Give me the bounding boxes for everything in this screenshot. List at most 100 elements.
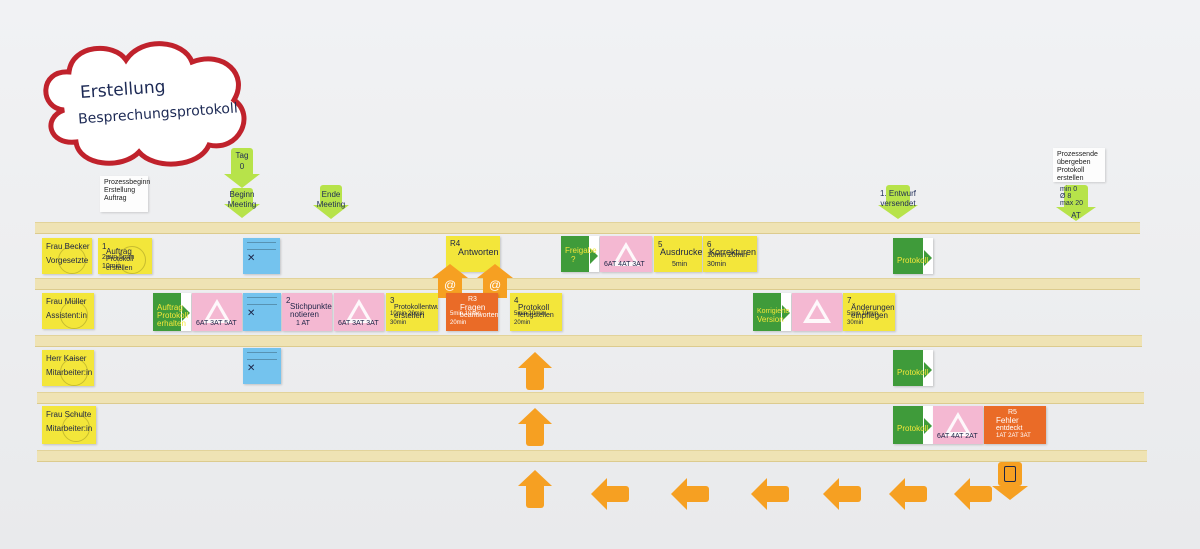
rework-text: entdeckt: [996, 425, 1023, 432]
document-card: Protokoll: [893, 238, 933, 274]
role-name: Frau Schulte: [46, 410, 92, 419]
flow-arrow-up-icon: [518, 470, 552, 508]
process-start-line: Erstellung: [104, 187, 136, 194]
document-text: erhalten: [157, 319, 186, 328]
document-text: Protokoll: [157, 311, 189, 320]
milestone-summary-arrow: min 0 Ø 8 max 20 AT: [1056, 185, 1096, 223]
system-x-icon: ✕: [247, 363, 256, 374]
milestone-start-arrow: Beginn Meeting: [224, 188, 260, 218]
task-times: 2min 5min 10min: [102, 254, 135, 270]
process-end-line: Protokoll erstellen: [1057, 167, 1085, 182]
rework-number: R5: [1008, 409, 1017, 416]
process-start-line: Prozessbeginn: [104, 179, 151, 186]
task-text: fertigstellen: [518, 312, 554, 319]
task-text: Ausdrucken: [660, 247, 702, 257]
swimlane-tape: [35, 222, 1140, 234]
phone-icon: [992, 462, 1028, 502]
process-start-card: Prozessbeginn Erstellung Auftrag: [100, 176, 151, 212]
role-name: Herr Kaiser: [46, 354, 87, 363]
rework-times: 5min 10min 20min: [450, 311, 482, 326]
task-card: 4 Protokoll fertigstellen 5min 10min 20m…: [510, 293, 562, 331]
wait-times: 6AT 3AT 5AT: [196, 320, 237, 327]
wait-times: 6AT 4AT 2AT: [937, 433, 978, 440]
milestone-tag0-arrow: Tag 0: [224, 148, 260, 188]
task-times: 5min 10min 20min: [514, 311, 546, 326]
start-label-1: Beginn: [229, 190, 255, 199]
summary-min: min: [1060, 186, 1072, 193]
task-number: 2: [286, 296, 291, 305]
document-card: Auftrag Protokoll erhalten: [153, 293, 191, 331]
role-card: Frau Schulte Mitarbeiter:in: [42, 406, 96, 444]
start-label-2: Meeting: [227, 200, 257, 209]
document-text: Korrigierte: [757, 308, 790, 315]
role-title: Mitarbeiter:in: [46, 424, 93, 433]
task-text: Antworten: [458, 247, 499, 257]
task-text: Protokoll erstellen: [106, 256, 134, 272]
role-title: Vorgesetzte: [46, 256, 89, 265]
end-label-1: Ende: [321, 190, 341, 199]
process-end-card: Prozessende übergeben Protokoll erstelle…: [1053, 148, 1105, 182]
flow-arrow-left-icon: [954, 478, 994, 510]
system-x-icon: ✕: [247, 253, 256, 264]
document-card: Protokoll: [893, 350, 933, 386]
document-text: Version: [757, 315, 784, 324]
system-card: ✕: [243, 293, 281, 331]
process-end-line: übergeben: [1057, 159, 1091, 166]
task-number: 5: [658, 240, 663, 249]
rework-card: R5 Fehler entdeckt 1AT 2AT 3AT: [984, 406, 1046, 444]
decision-card: Freigabe ?: [561, 236, 599, 272]
flow-arrow-left-icon: [889, 478, 929, 510]
swimlane-tape: [37, 450, 1147, 462]
task-number: 6: [707, 240, 712, 249]
task-card: 3 Protokollentwurf erstellen 10min 20min…: [386, 293, 438, 331]
role-card: Frau Müller Assistent:in: [42, 293, 94, 329]
decision-text: ?: [571, 255, 576, 264]
task-card: 5 Ausdrucken 5min: [654, 236, 702, 272]
wait-card: 6AT 3AT 3AT: [334, 293, 384, 331]
mail-at-icon: @: [444, 278, 457, 292]
summary-avg-val: 8: [1067, 193, 1072, 200]
milestone-end-arrow: Ende Meeting: [313, 185, 349, 220]
rework-text: Fragen: [460, 303, 486, 312]
task-text: Protokoll: [518, 303, 550, 312]
task-number: 3: [390, 296, 395, 305]
document-text: Protokoll: [897, 256, 929, 265]
task-text: Änderungen: [851, 303, 895, 312]
flow-arrow-left-icon: [671, 478, 711, 510]
swimlane-tape: [35, 278, 1140, 290]
summary-avg: Ø: [1060, 193, 1066, 200]
task-number: R4: [450, 239, 461, 248]
task-card: 1 Auftrag Protokoll erstellen 2min 5min …: [98, 238, 152, 274]
role-title: Assistent:in: [46, 311, 87, 320]
flow-arrow-up-icon: [518, 352, 552, 390]
task-times: 10min 20min 30min: [707, 252, 748, 268]
task-card: 7 Änderungen einpflegen 5min 10min 30min: [843, 293, 895, 331]
task-number: 4: [514, 296, 519, 305]
process-end-line: Prozessende: [1057, 151, 1098, 158]
task-number: 1: [102, 242, 107, 251]
document-text: Auftrag: [157, 303, 183, 312]
summary-min-val: 0: [1073, 186, 1078, 193]
wait-times: 6AT 3AT 3AT: [338, 320, 379, 327]
mail-at-icon: @: [489, 278, 502, 292]
task-times: 1 AT: [296, 320, 310, 327]
rework-number: R3: [468, 296, 477, 303]
rework-times: 1AT 2AT 3AT: [996, 433, 1031, 439]
summary-unit: AT: [1071, 211, 1081, 220]
wait-card: 6AT 3AT 5AT: [192, 293, 242, 331]
wait-card: 6AT 4AT 2AT: [933, 406, 983, 444]
task-times: 5min 10min 30min: [847, 311, 879, 326]
decision-text: Freigabe: [565, 246, 597, 255]
swimlane-tape: [35, 335, 1142, 347]
draft-label-2: versendet: [880, 199, 916, 208]
task-text: erstellen: [394, 311, 425, 320]
flow-arrow-left-icon: [591, 478, 631, 510]
title-cloud-icon: [43, 41, 247, 167]
end-label-2: Meeting: [316, 200, 346, 209]
process-start-line: Auftrag: [104, 195, 127, 202]
task-number: 7: [847, 296, 852, 305]
flow-arrow-left-icon: [823, 478, 863, 510]
task-text: Protokollentwurf: [394, 304, 438, 311]
document-text: Protokoll: [897, 424, 929, 433]
